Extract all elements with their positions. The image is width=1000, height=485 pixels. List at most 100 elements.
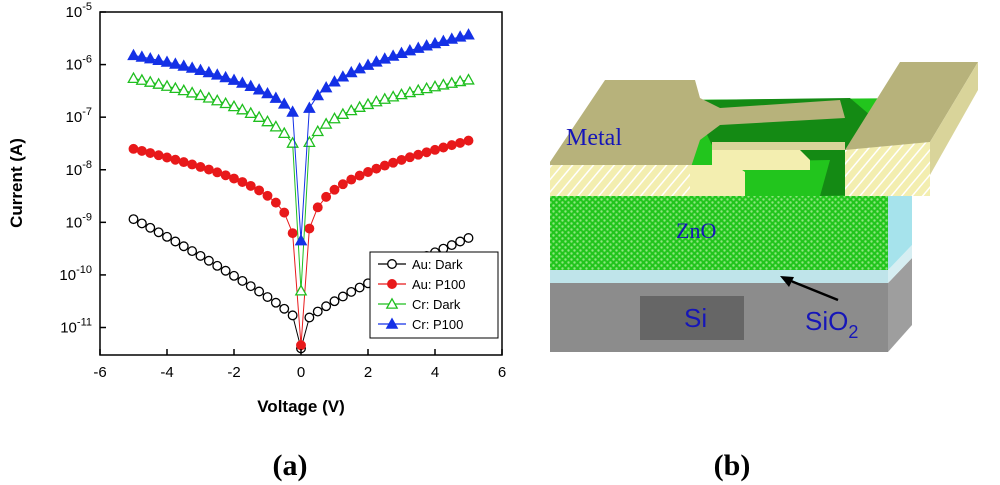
x-tick-label: 2 [364, 364, 372, 381]
data-point [287, 310, 298, 321]
legend-marker [387, 259, 397, 269]
device-diagram-b: Metal ZnO Si SiO2 [550, 62, 978, 352]
data-point [152, 53, 165, 66]
metal-right-finger-top [712, 142, 845, 150]
legend-marker [385, 317, 399, 329]
x-tick-label: 0 [297, 364, 305, 381]
data-point [312, 202, 323, 213]
data-point [388, 157, 399, 168]
legend-item: Au: Dark [378, 257, 463, 272]
data-point [237, 275, 248, 286]
x-tick-label: -2 [227, 364, 240, 381]
metal-left-top [550, 80, 845, 170]
metal-left-front [550, 165, 690, 196]
data-point [262, 190, 273, 201]
data-point [420, 81, 433, 94]
data-point [319, 81, 333, 93]
data-point [162, 152, 172, 163]
data-point [262, 292, 273, 302]
sio2-label-subscript: 2 [848, 322, 858, 342]
data-point [453, 74, 467, 87]
y-tick-exponent: -11 [77, 317, 92, 329]
data-point [346, 174, 357, 185]
data-point [128, 214, 139, 225]
data-point [312, 306, 323, 317]
y-tick-base: 10 [59, 267, 76, 284]
data-point [462, 28, 475, 40]
y-tick-exponent: -5 [82, 1, 92, 13]
y-tick-base: 10 [66, 57, 83, 74]
y-tick-exponent: -6 [82, 54, 92, 66]
data-point [294, 284, 308, 296]
data-point [428, 80, 442, 92]
data-point [270, 297, 281, 308]
data-point [153, 150, 164, 161]
data-point [244, 106, 258, 119]
data-point [185, 86, 199, 98]
data-point [210, 68, 224, 80]
data-point [178, 241, 189, 252]
data-point [319, 117, 333, 129]
legend-label: Cr: P100 [412, 317, 463, 332]
data-point [279, 303, 290, 314]
x-tick-label: 6 [498, 364, 506, 381]
metal-left-finger [690, 165, 745, 196]
data-point [237, 177, 248, 187]
data-point [413, 149, 424, 160]
data-point [229, 173, 239, 184]
data-point [236, 76, 249, 88]
data-point [127, 71, 140, 84]
data-point [245, 180, 256, 191]
data-point [145, 148, 156, 158]
data-point [203, 255, 214, 266]
y-tick-exponent: -10 [76, 264, 92, 276]
sio2-side [888, 245, 912, 283]
data-point [202, 65, 216, 78]
data-point [187, 246, 198, 257]
data-point [277, 97, 291, 109]
y-tick-label: 10-5 [66, 1, 92, 21]
data-point [261, 114, 274, 127]
data-point [270, 197, 281, 208]
data-point [337, 291, 348, 302]
data-point [212, 260, 223, 271]
data-point [329, 184, 340, 195]
data-point [445, 76, 459, 88]
data-point [321, 301, 332, 312]
data-point [371, 163, 382, 174]
data-point [220, 265, 231, 276]
data-point [463, 233, 474, 243]
data-point [438, 142, 449, 153]
data-point [344, 65, 358, 78]
metal-label: Metal [566, 125, 622, 151]
data-point [354, 282, 365, 293]
data-point [353, 62, 366, 74]
data-point [202, 91, 216, 103]
data-point [411, 41, 425, 53]
zno-label: ZnO [676, 218, 716, 243]
data-point [160, 79, 174, 91]
data-point [128, 143, 139, 154]
data-point [143, 52, 157, 64]
legend-marker [385, 297, 399, 309]
y-tick-base: 10 [60, 320, 77, 337]
data-point [336, 70, 350, 82]
data-point [396, 154, 407, 165]
data-point [404, 152, 415, 163]
data-point [346, 286, 357, 297]
data-point [212, 167, 223, 178]
sio2-arrow-head [780, 276, 794, 287]
data-point [153, 227, 164, 238]
data-point [252, 83, 266, 95]
data-point [294, 234, 308, 246]
data-point [344, 103, 358, 116]
data-point [127, 48, 140, 61]
x-axis-label: Voltage (V) [257, 397, 345, 416]
data-point [135, 73, 149, 85]
legend-item: Cr: Dark [378, 297, 461, 312]
series-au-p100 [128, 135, 474, 351]
data-point [227, 73, 241, 85]
